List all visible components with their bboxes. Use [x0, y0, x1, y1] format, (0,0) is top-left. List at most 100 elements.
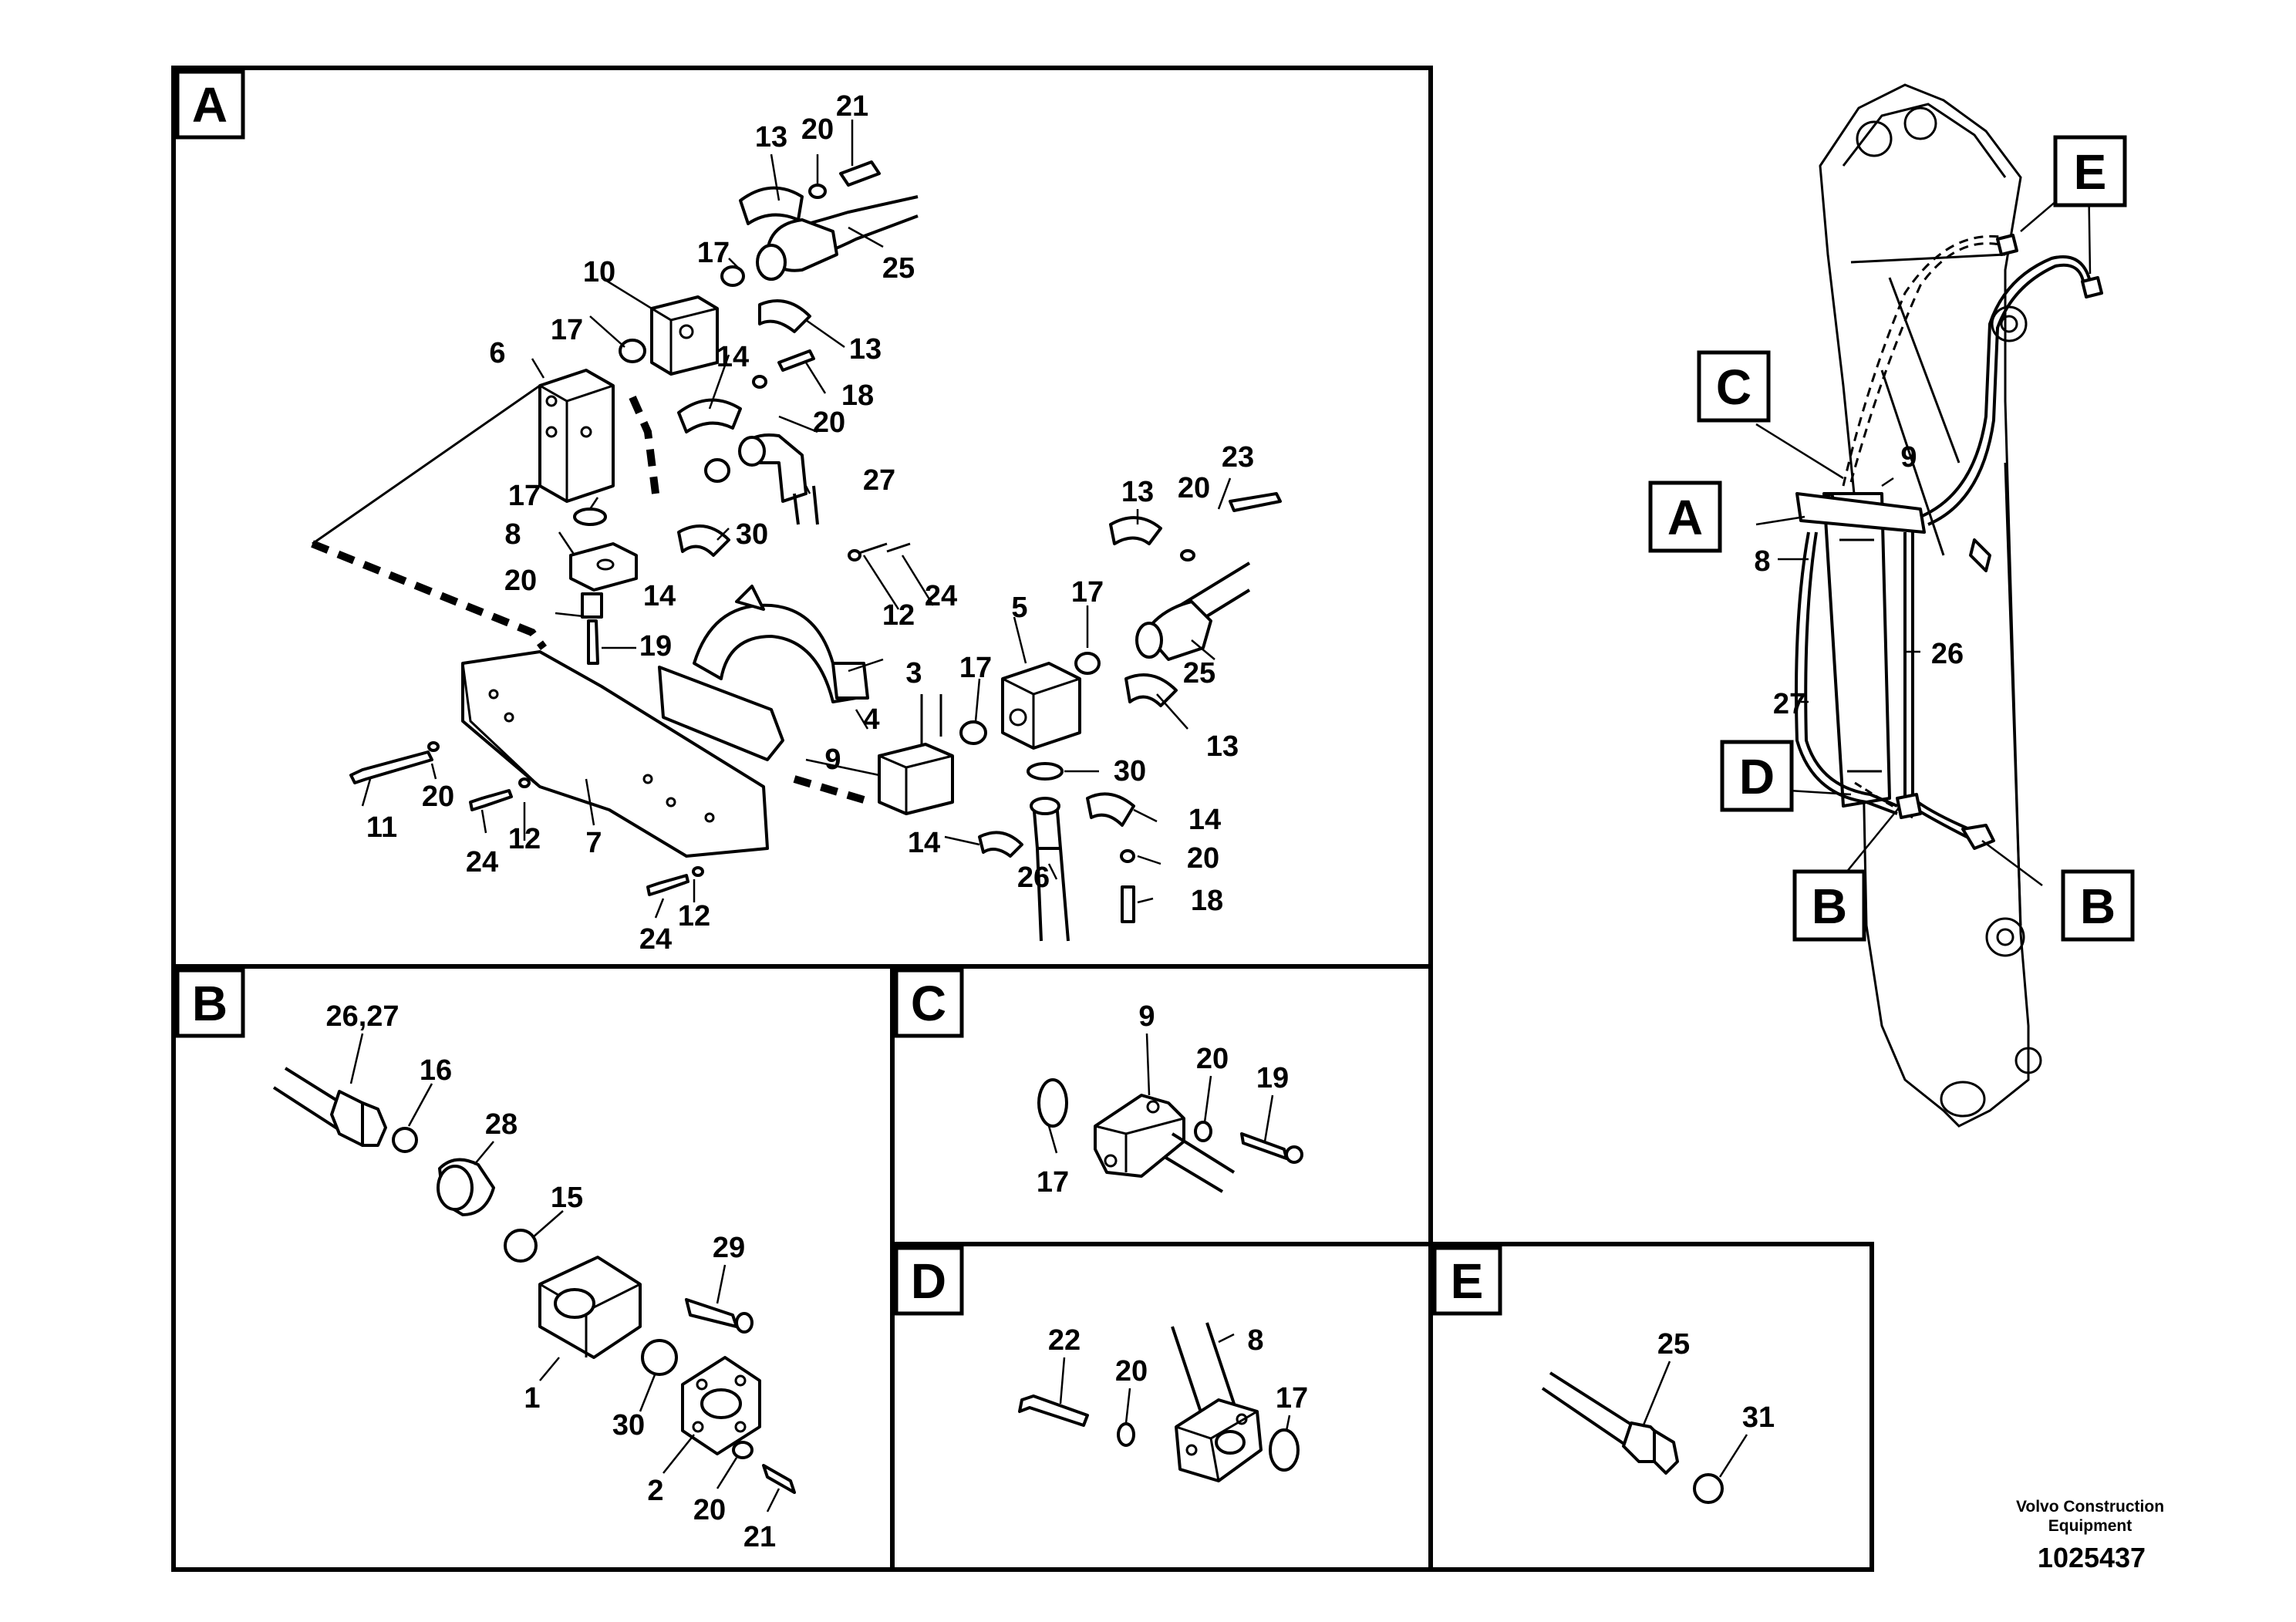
part-number-label: 17	[697, 237, 730, 269]
part-number-label: 19	[639, 630, 672, 663]
part-number-label: 25	[1183, 657, 1215, 690]
panel-d-frame	[890, 1242, 1433, 1572]
part-number-label: 12	[882, 599, 915, 632]
footer-block: Volvo Construction Equipment 1025437	[2016, 1498, 2164, 1573]
panel-b-drawing	[272, 1033, 796, 1512]
part-number-label: B	[2080, 878, 2116, 934]
part-number-label: 26	[1931, 638, 1964, 670]
part-number-label: 1	[524, 1382, 540, 1415]
part-number-label: 12	[508, 823, 541, 855]
part-number-label: 13	[1206, 730, 1239, 763]
part-number-label: 31	[1742, 1401, 1775, 1434]
panel-e-tag: E	[1432, 1246, 1502, 1316]
part-number-label: E	[1451, 1253, 1484, 1309]
part-number-label: 20	[1196, 1043, 1229, 1075]
panel-d-tag: D	[894, 1246, 964, 1316]
part-number-label: D	[911, 1253, 946, 1309]
part-number-label: 30	[612, 1409, 645, 1442]
part-number-label: 20	[693, 1494, 726, 1526]
boom-overview-drawing	[1755, 83, 2103, 1128]
part-number-label: C	[1716, 359, 1752, 415]
part-number-label: 7	[585, 827, 602, 859]
panel-a-drawing	[311, 120, 1282, 942]
overview-labels: 9 8 26 27	[1754, 441, 1964, 720]
part-number-label: 14	[1188, 804, 1221, 836]
panel-c-tag: C	[894, 968, 964, 1038]
panel-d-drawing	[1018, 1322, 1300, 1482]
part-number-label: 20	[1178, 472, 1210, 504]
part-number-label: 25	[1657, 1328, 1690, 1361]
part-number-label: 15	[551, 1182, 583, 1214]
part-number-label: 8	[504, 518, 521, 551]
part-number-label: 3	[905, 657, 922, 690]
part-number-label: 9	[1138, 1000, 1155, 1033]
part-number-label: 16	[420, 1054, 452, 1087]
part-number-label: 20	[1115, 1355, 1148, 1388]
part-number-label: 14	[908, 827, 940, 859]
part-number-label: C	[911, 976, 946, 1031]
part-number-label: 26,27	[325, 1000, 399, 1033]
part-number-label: 2	[647, 1475, 663, 1507]
part-number-label: 4	[863, 703, 879, 736]
part-number-label: 27	[1773, 688, 1805, 720]
overview-callout-e: E	[2053, 135, 2127, 207]
panel-d-labels: 22 20 8 17	[1048, 1324, 1308, 1415]
part-number-label: 10	[583, 256, 615, 288]
part-number-label: 26	[1017, 862, 1050, 894]
part-number-label: 12	[678, 900, 710, 932]
part-number-label: 8	[1247, 1324, 1263, 1357]
part-number-label: 20	[801, 113, 834, 146]
panel-b-labels: 26,27 16 28 15 29 1 30 2 20 21	[325, 1000, 776, 1553]
part-number-label: A	[1667, 490, 1703, 545]
company-name-line1: Volvo Construction	[2016, 1498, 2164, 1516]
part-number-label: 9	[1900, 441, 1917, 474]
overview-callout-a: A	[1648, 481, 1722, 553]
panel-e-drawing	[1541, 1361, 1748, 1504]
panel-b-tag: B	[175, 968, 245, 1038]
part-number-label: 27	[863, 464, 895, 497]
part-number-label: 13	[755, 121, 787, 153]
part-number-label: 30	[1114, 755, 1146, 787]
part-number-label: B	[192, 976, 228, 1031]
part-number-label: 6	[489, 337, 505, 369]
part-number-label: 24	[639, 923, 672, 956]
part-number-label: 13	[1121, 476, 1154, 508]
part-number-label: B	[1812, 878, 1847, 934]
panel-a-tag: A	[175, 69, 245, 140]
part-number-label: 17	[1276, 1382, 1308, 1415]
overview-callout-d: D	[1720, 740, 1794, 812]
panel-c-labels: 9 20 19 17	[1037, 1000, 1289, 1199]
part-number-label: 14	[643, 580, 676, 612]
part-number-label: 14	[716, 341, 749, 373]
part-number-label: 8	[1754, 545, 1770, 578]
company-name-line2: Equipment	[2048, 1517, 2132, 1535]
overview-callout-b-right: B	[2061, 869, 2135, 942]
part-number-label: 19	[1256, 1062, 1289, 1094]
part-number-label: A	[192, 77, 228, 133]
part-number-label: 25	[882, 252, 915, 285]
panel-e-labels: 25 31	[1657, 1328, 1775, 1434]
part-number-label: 29	[713, 1232, 745, 1264]
part-number-label: 22	[1048, 1324, 1081, 1357]
part-number-label: 17	[551, 314, 583, 346]
panel-e-frame	[1428, 1242, 1874, 1572]
part-number-label: 20	[504, 565, 537, 597]
part-number-label: 11	[366, 811, 397, 844]
part-number-label: 30	[736, 518, 768, 551]
panel-c-drawing	[1037, 1033, 1303, 1193]
part-number-label: 20	[422, 781, 454, 813]
part-number-label: 21	[743, 1521, 776, 1553]
part-number-label: 17	[1071, 576, 1104, 609]
part-number-label: 13	[849, 333, 882, 366]
part-number-label: 21	[836, 90, 868, 123]
part-number-label: 9	[824, 744, 841, 776]
part-number-label: 17	[959, 652, 992, 684]
part-number-label: 20	[813, 406, 845, 439]
panel-a-labels: 21 13 20 17 25 10 17 13 6 14 18 20 17 27…	[366, 90, 1254, 956]
part-number-label: 17	[508, 480, 541, 512]
part-number-label: E	[2074, 144, 2107, 200]
part-number-label: 18	[1191, 885, 1223, 917]
part-number-label: 24	[925, 580, 957, 612]
overview-callout-c: C	[1697, 350, 1771, 423]
